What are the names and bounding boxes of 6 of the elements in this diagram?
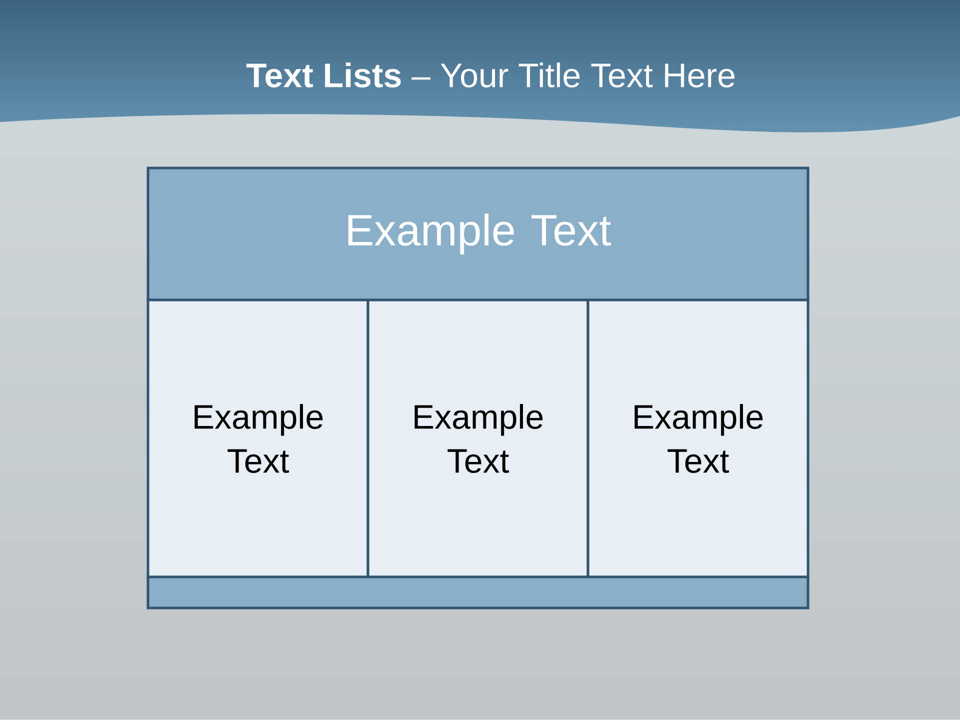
text-cell: Example Text [586, 298, 810, 578]
header-cell: Example Text [146, 166, 810, 302]
text-cell: Example Text [146, 298, 370, 578]
slide-title: Text Lists – Your Title Text Here [246, 62, 734, 88]
text-cell: Example Text [366, 298, 590, 578]
footer-bar [146, 576, 810, 610]
